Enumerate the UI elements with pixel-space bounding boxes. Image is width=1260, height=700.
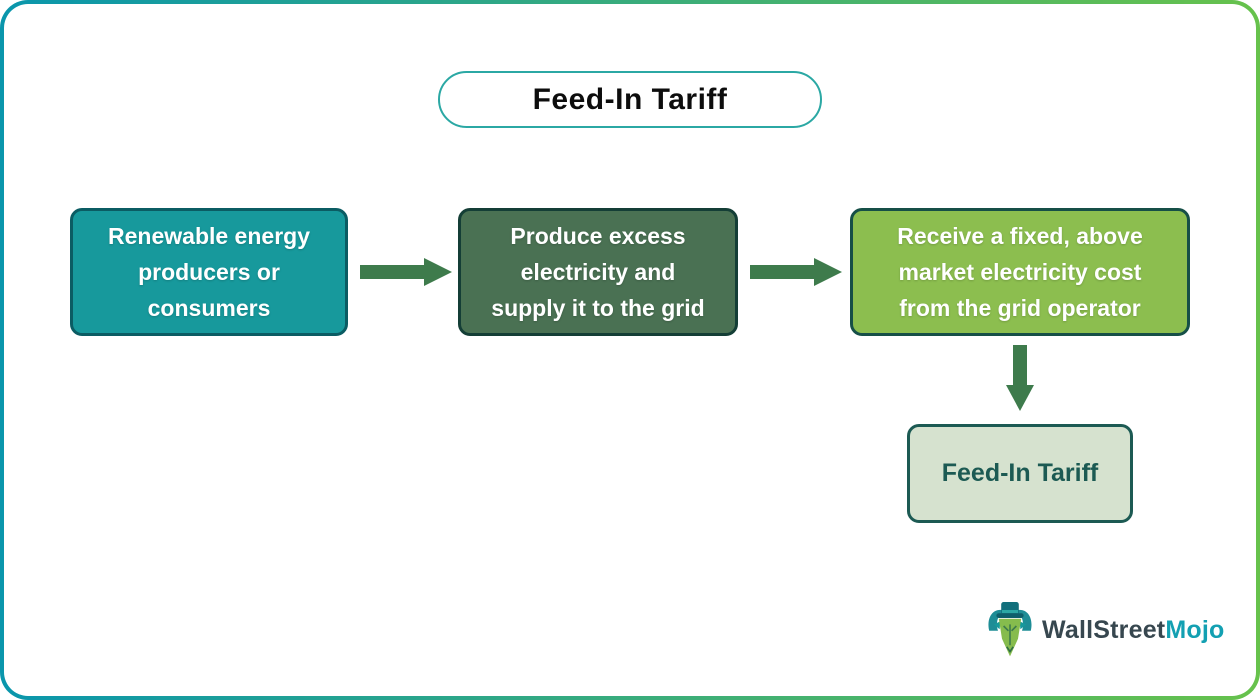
- flow-step-produce: Produce excess electricity and supply it…: [458, 208, 738, 336]
- arrow-right-icon: [360, 258, 452, 286]
- flow-step-receive-label: Receive a fixed, above market electricit…: [897, 223, 1143, 321]
- page-title: Feed-In Tariff: [532, 82, 728, 116]
- result-label: Feed-In Tariff: [941, 459, 1099, 487]
- brand-name: WallStreetMojo: [1042, 616, 1224, 645]
- brand-name-primary: WallStreet: [1042, 615, 1166, 644]
- flow-step-receive: Receive a fixed, above market electricit…: [850, 208, 1190, 336]
- title-pill: Feed-In Tariff: [438, 71, 822, 128]
- arrow-right-icon: [750, 258, 842, 286]
- result-box: Feed-In Tariff: [907, 424, 1133, 523]
- flow-step-produce-label: Produce excess electricity and supply it…: [491, 223, 705, 321]
- flow-step-producers: Renewable energy producers or consumers: [70, 208, 348, 336]
- flow-step-producers-label: Renewable energy producers or consumers: [108, 223, 310, 321]
- brand-logo: WallStreetMojo: [986, 600, 1224, 660]
- bull-with-top-hat-icon: [988, 602, 1032, 657]
- arrow-down-icon: [1006, 345, 1034, 411]
- brand-name-secondary: Mojo: [1165, 615, 1225, 644]
